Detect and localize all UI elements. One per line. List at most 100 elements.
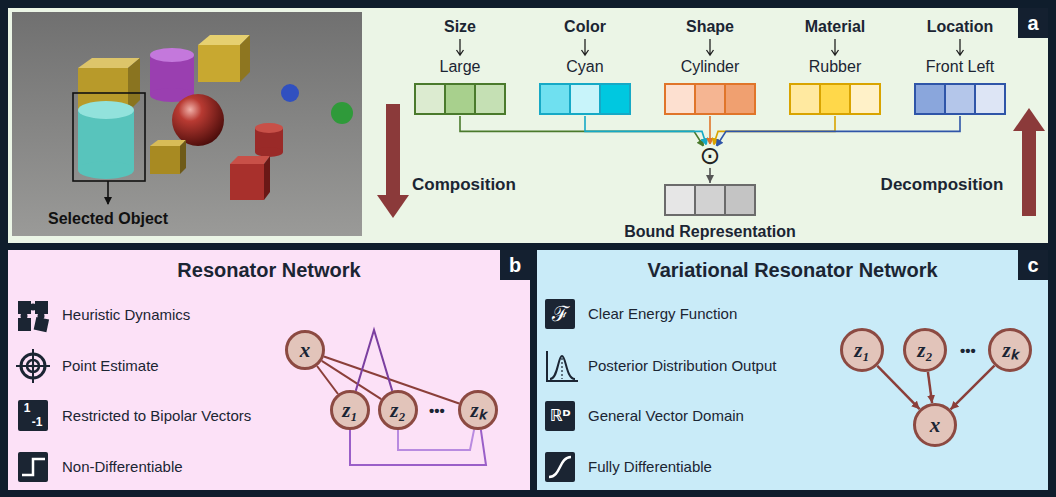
label-slot: Non-Differentiable bbox=[62, 458, 183, 475]
node-text: b bbox=[509, 254, 521, 277]
label-text: Fully Differentiable bbox=[588, 458, 712, 475]
vector-cells bbox=[788, 82, 882, 116]
sigmoid-icon bbox=[545, 452, 575, 482]
panel-title: Resonator Network bbox=[8, 259, 530, 282]
connector bbox=[398, 430, 474, 450]
binding-operator: ⊙ bbox=[698, 144, 722, 168]
panel-tag: c bbox=[1018, 250, 1048, 280]
attribute-vector: MaterialRubber bbox=[788, 18, 882, 116]
domain-icon bbox=[545, 401, 575, 431]
vector-cell bbox=[665, 84, 695, 114]
node-text: zₖ bbox=[1002, 340, 1017, 361]
vector-cell bbox=[540, 84, 570, 114]
label-slot: General Vector Domain bbox=[588, 407, 744, 424]
variable-node: x bbox=[913, 403, 957, 447]
node-text: z₂ bbox=[390, 400, 406, 421]
vector-cell bbox=[445, 84, 475, 114]
connector bbox=[877, 366, 919, 409]
vector-cell bbox=[850, 84, 880, 114]
node-text: Cylinder bbox=[681, 58, 740, 76]
label-slot: Clear Energy Function bbox=[588, 305, 737, 322]
vector-cell bbox=[695, 185, 725, 215]
label-text: ••• bbox=[960, 342, 976, 359]
vector-cells bbox=[663, 183, 757, 217]
label-slot: Composition bbox=[412, 175, 516, 195]
node-text: c bbox=[1027, 254, 1038, 277]
label-text: General Vector Domain bbox=[588, 407, 744, 424]
label-text: Heuristic Dynamics bbox=[62, 306, 190, 323]
variable-node: z₂ bbox=[378, 390, 418, 430]
variable-node: z₂ bbox=[903, 328, 947, 372]
label-text: Clear Energy Function bbox=[588, 305, 737, 322]
variable-node: z₁ bbox=[840, 328, 884, 372]
label-text: Selected Object bbox=[48, 210, 168, 228]
connector bbox=[951, 366, 995, 410]
node-text: zₖ bbox=[470, 400, 485, 421]
label-text: Non-Differentiable bbox=[62, 458, 183, 475]
energy-icon bbox=[545, 299, 575, 329]
connector bbox=[928, 372, 932, 403]
flow-arrow bbox=[377, 104, 1045, 218]
label-slot: Posterior Distribution Output bbox=[588, 357, 776, 374]
vector-cell bbox=[695, 84, 725, 114]
connector bbox=[709, 167, 711, 184]
vector-cell bbox=[475, 84, 505, 114]
label-text: Point Estimate bbox=[62, 357, 159, 374]
vector-cells bbox=[413, 82, 507, 116]
step-icon bbox=[18, 452, 48, 482]
vector-cells bbox=[538, 82, 632, 116]
vector-cell bbox=[600, 84, 630, 114]
variable-node: x bbox=[285, 330, 325, 370]
down-arrow bbox=[955, 37, 965, 57]
vector-cell bbox=[415, 84, 445, 114]
label-slot: Decomposition bbox=[881, 175, 1004, 195]
bound-vector: Bound Representation bbox=[624, 183, 796, 241]
scene-photo bbox=[12, 12, 362, 236]
variable-node: zₖ bbox=[988, 328, 1032, 372]
node-text: z₂ bbox=[917, 340, 933, 361]
vector-cells bbox=[913, 82, 1007, 116]
label-slot: ℱ bbox=[552, 302, 569, 326]
vector-cell bbox=[945, 84, 975, 114]
label-text: Restricted to Bipolar Vectors bbox=[62, 407, 251, 424]
node-text: z₁ bbox=[342, 400, 358, 421]
node-text: x bbox=[930, 415, 941, 436]
node-text: z₁ bbox=[854, 340, 870, 361]
node-text: ⊙ bbox=[700, 144, 721, 168]
down-arrow bbox=[830, 37, 840, 57]
label-text: ℝᴰ bbox=[549, 407, 570, 425]
node-text: Location bbox=[927, 18, 994, 36]
label-text: Composition bbox=[412, 175, 516, 195]
connector bbox=[356, 330, 393, 391]
puzzle-icon bbox=[18, 301, 49, 332]
label-slot: -1 bbox=[32, 416, 43, 430]
label-slot: Selected Object bbox=[48, 210, 168, 228]
vector-cell bbox=[725, 84, 755, 114]
bipolar-icon bbox=[18, 400, 48, 431]
node-text: a bbox=[1027, 12, 1038, 35]
target-icon bbox=[16, 349, 50, 383]
node-text: Rubber bbox=[809, 58, 861, 76]
down-arrow bbox=[580, 37, 590, 57]
vector-cell bbox=[790, 84, 820, 114]
node-text: Cyan bbox=[566, 58, 603, 76]
label-slot: Point Estimate bbox=[62, 357, 159, 374]
node-text: Variational Resonator Network bbox=[647, 259, 937, 282]
label-text: ℱ bbox=[552, 302, 569, 326]
node-text: Resonator Network bbox=[177, 259, 360, 282]
connector bbox=[324, 357, 459, 404]
node-text: Large bbox=[440, 58, 481, 76]
label-slot: Heuristic Dynamics bbox=[62, 306, 190, 323]
label-text: 1 bbox=[24, 402, 31, 416]
node-text: x bbox=[300, 340, 311, 361]
down-arrow bbox=[705, 37, 715, 57]
label-slot: ••• bbox=[960, 342, 976, 359]
label-slot: Fully Differentiable bbox=[588, 458, 712, 475]
label-text: Posterior Distribution Output bbox=[588, 357, 776, 374]
vector-cell bbox=[725, 185, 755, 215]
node-text: Color bbox=[564, 18, 606, 36]
label-slot: Restricted to Bipolar Vectors bbox=[62, 407, 251, 424]
panel-title: Variational Resonator Network bbox=[537, 259, 1048, 282]
vector-cell bbox=[915, 84, 945, 114]
label-slot: ℝᴰ bbox=[549, 407, 570, 425]
